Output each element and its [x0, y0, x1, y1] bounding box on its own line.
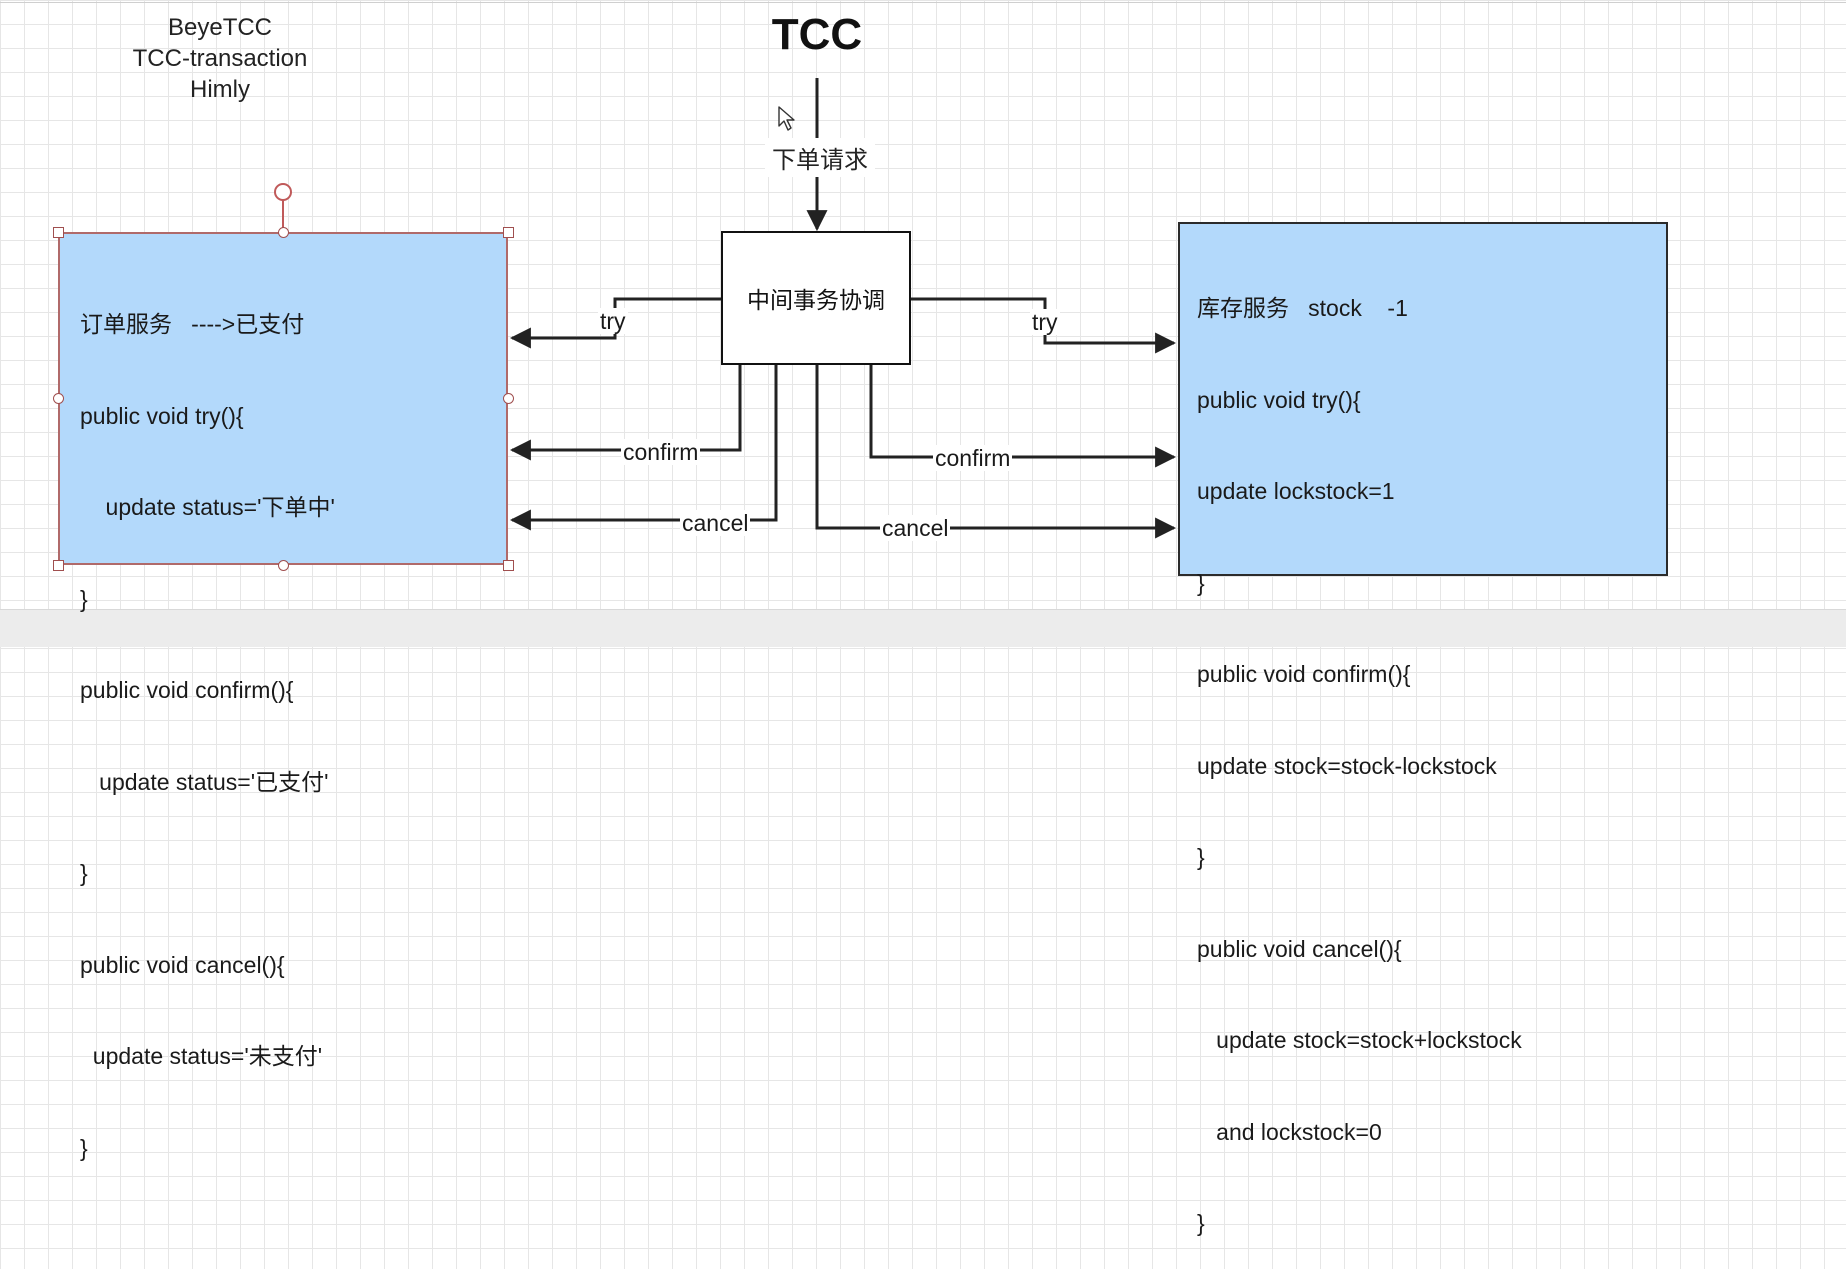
resize-handle-top-left[interactable]	[53, 227, 64, 238]
code-line: }	[80, 585, 88, 612]
edge-label-order-try: try	[598, 308, 628, 334]
edge-label-stock-confirm: confirm	[933, 445, 1013, 471]
stock-service-box[interactable]: 库存服务 stock -1 public void try(){ update …	[1178, 222, 1668, 1236]
rotate-handle[interactable]	[274, 183, 292, 201]
diagram-title[interactable]: TCC	[771, 10, 863, 59]
code-line: public void confirm(){	[80, 677, 294, 703]
resize-handle-bottom-left[interactable]	[53, 560, 64, 571]
code-line: public void cancel(){	[1197, 935, 1402, 962]
resize-handle-right[interactable]	[503, 393, 514, 404]
mouse-pointer-icon	[778, 106, 795, 131]
canvas-top-border	[0, 2, 1846, 3]
order-cancel-arrow	[509, 365, 778, 531]
code-line: public void confirm(){	[1197, 661, 1411, 687]
code-line: public void cancel(){	[80, 951, 285, 978]
stock-cancel-arrow	[815, 365, 1177, 539]
resize-handle-top-right[interactable]	[503, 227, 514, 238]
code-line: update lockstock=1	[1197, 478, 1395, 504]
code-line: public void try(){	[1197, 386, 1361, 413]
rotation-stem	[282, 200, 284, 230]
framework-name: TCC-transaction	[132, 45, 308, 72]
code-line: public void try(){	[80, 402, 244, 429]
code-line: update stock=stock-lockstock	[1197, 752, 1497, 779]
coordinator-label: 中间事务协调	[747, 287, 885, 313]
resize-handle-left[interactable]	[53, 393, 64, 404]
code-line: update status='未支付'	[80, 1043, 323, 1069]
code-line: update stock=stock+lockstock	[1197, 1027, 1522, 1053]
edge-label-order-cancel: cancel	[680, 510, 751, 536]
edge-label-order-confirm: confirm	[621, 439, 701, 465]
code-line: }	[1197, 844, 1205, 870]
order-service-box[interactable]: 订单服务 ---->已支付 public void try(){ update …	[58, 232, 508, 1161]
order-confirm-arrow	[509, 365, 742, 461]
framework-name: BeyeTCC	[167, 14, 273, 41]
edge-label-stock-cancel: cancel	[880, 515, 951, 541]
resize-handle-bottom-right[interactable]	[503, 560, 514, 571]
request-label: 下单请求	[765, 138, 875, 177]
resize-handle-bottom[interactable]	[278, 560, 289, 571]
code-line: 库存服务 stock -1	[1197, 295, 1408, 321]
canvas-bottom-bar	[0, 609, 1846, 647]
code-line: }	[1197, 1210, 1205, 1236]
coordinator-box[interactable]: 中间事务协调	[721, 231, 911, 365]
code-line: }	[80, 1134, 88, 1161]
stock-confirm-arrow	[869, 365, 1177, 468]
code-line: }	[1197, 569, 1205, 596]
framework-list: BeyeTCC TCC-transaction Himly	[110, 12, 330, 105]
resize-handle-top[interactable]	[278, 227, 289, 238]
edge-label-stock-try: try	[1030, 309, 1060, 335]
code-line: update status='已支付'	[80, 768, 329, 795]
code-line: update status='下单中'	[80, 494, 335, 520]
code-line: 订单服务 ---->已支付	[80, 311, 305, 337]
framework-name: Himly	[190, 76, 250, 103]
code-line: }	[80, 860, 88, 886]
code-line: and lockstock=0	[1197, 1118, 1382, 1145]
